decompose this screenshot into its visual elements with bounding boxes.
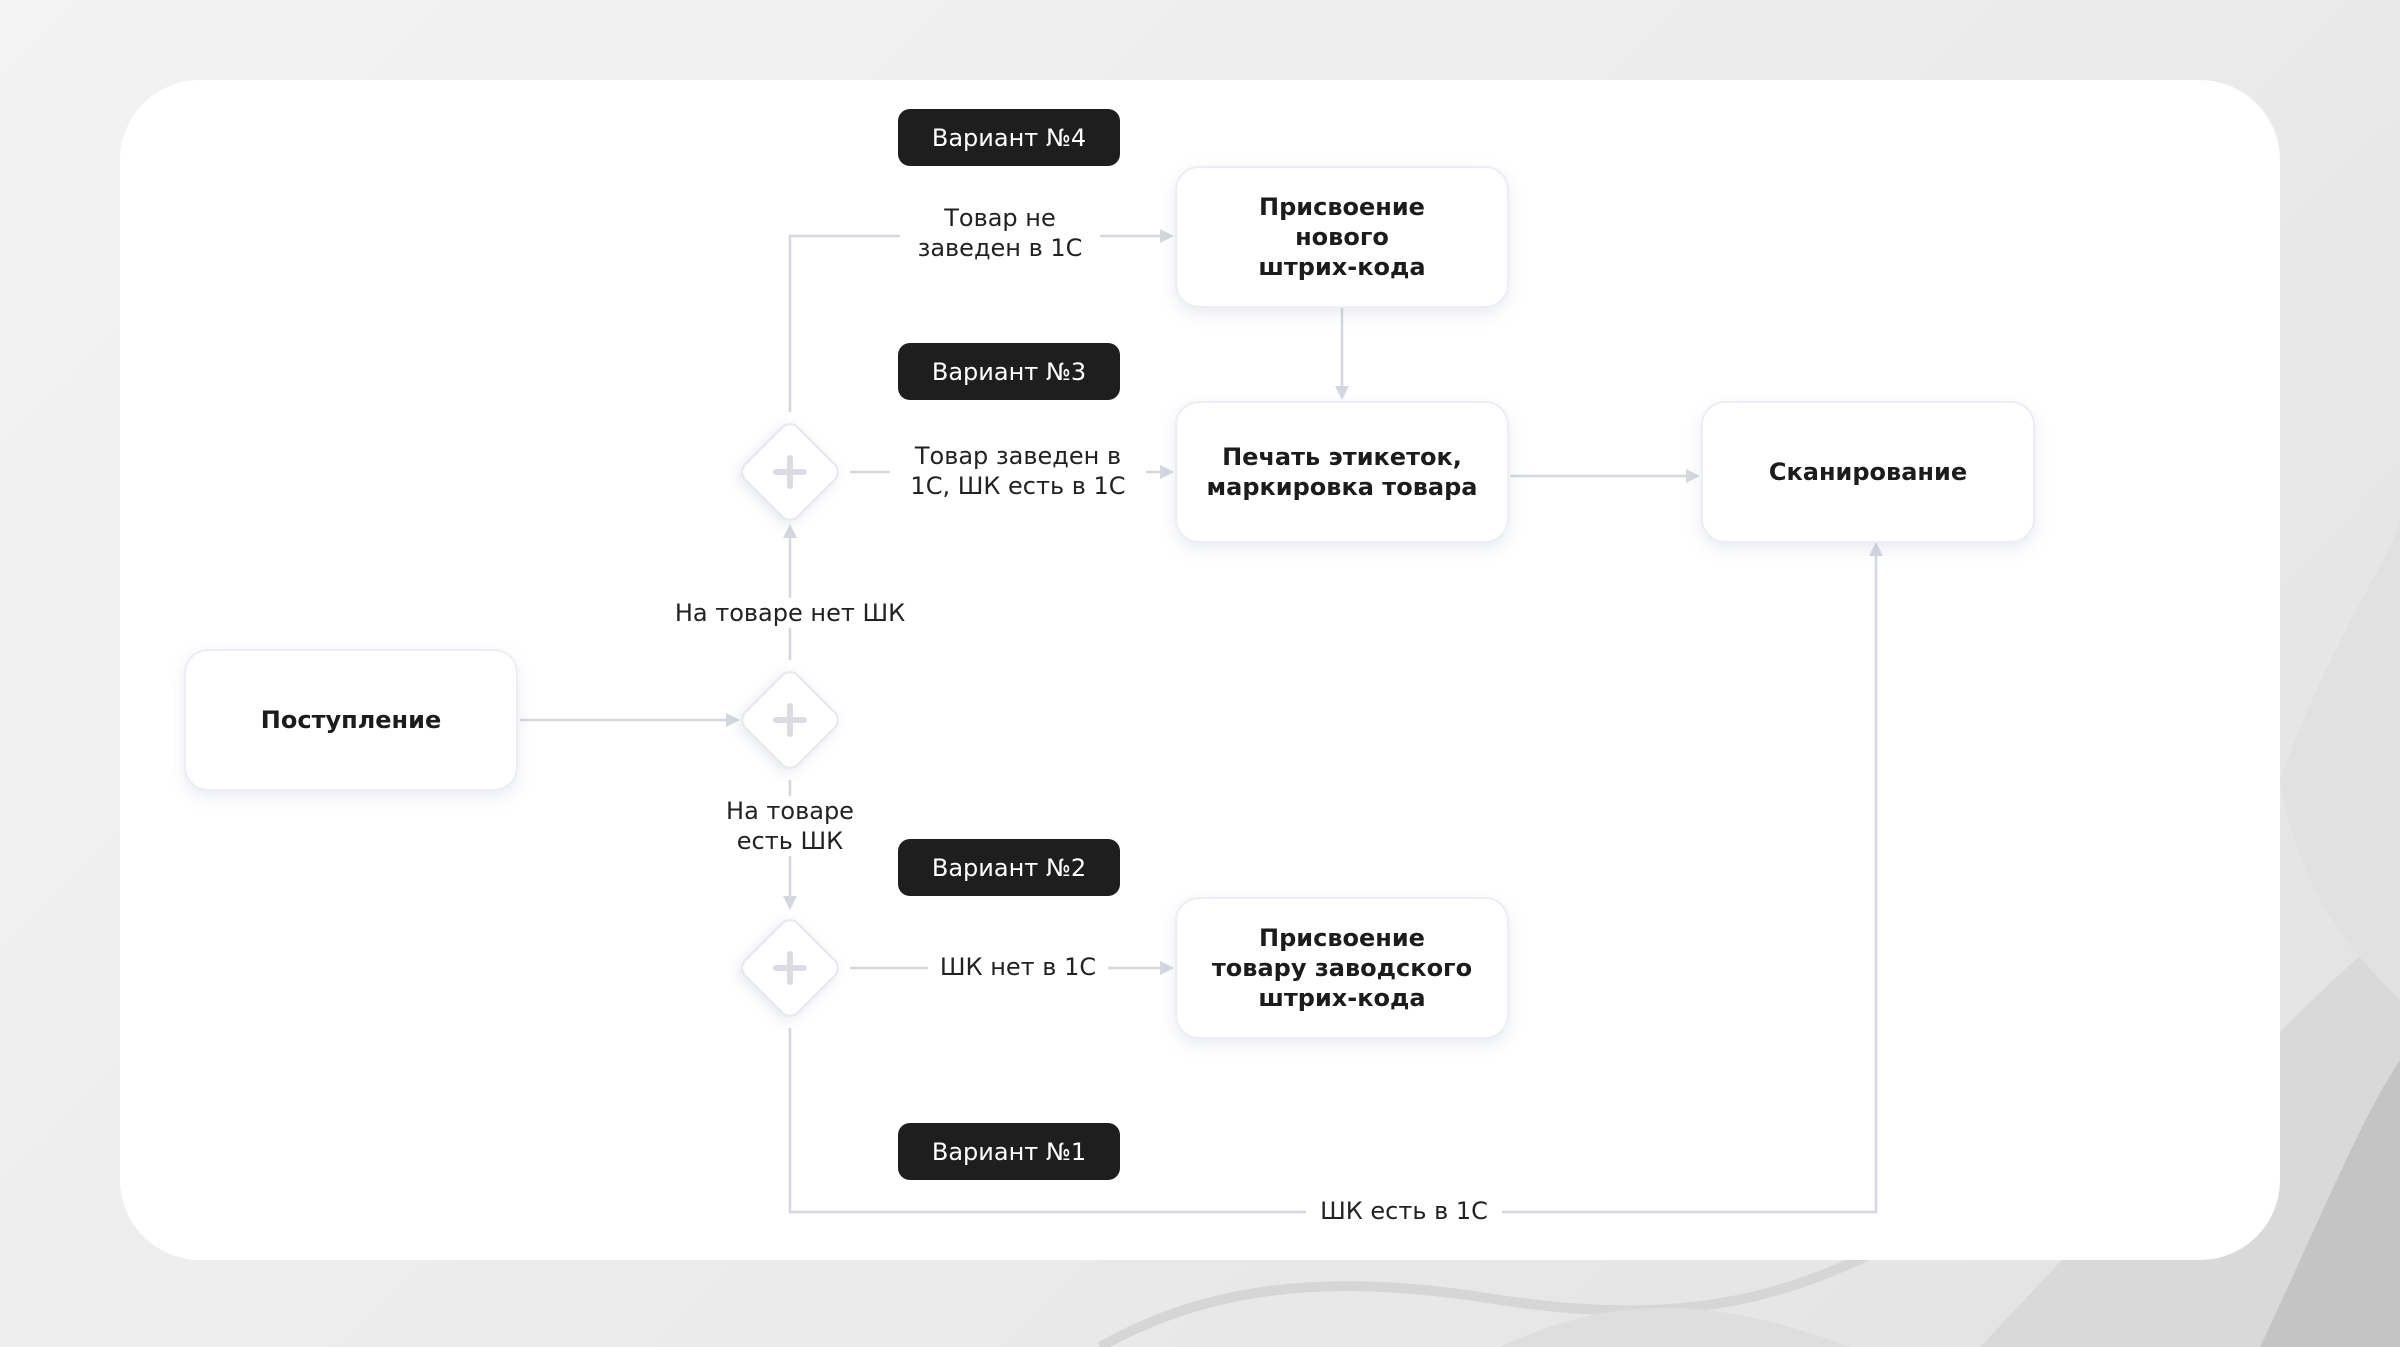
arrowhead-icon — [783, 896, 797, 910]
edge-label-barcode-on-item: На товаре есть ШК — [700, 796, 880, 856]
edge-label-no-barcode-on-item: На товаре нет ШК — [660, 598, 920, 628]
node-new-barcode: Присвоение нового штрих-кода — [1175, 166, 1509, 308]
badge-variant-2: Вариант №2 — [898, 839, 1120, 896]
arrowhead-icon — [1335, 386, 1349, 400]
arrowhead-icon — [1160, 229, 1174, 243]
edge-label-barcode-not-in-1c: ШК нет в 1С — [928, 952, 1108, 982]
badge-variant-3: Вариант №3 — [898, 343, 1120, 400]
edge-label-barcode-in-1c: ШК есть в 1С — [1306, 1196, 1502, 1226]
badge-variant-1: Вариант №1 — [898, 1123, 1120, 1180]
gateway-has-barcode — [736, 914, 844, 1022]
arrowhead-icon — [783, 524, 797, 538]
gateway-no-barcode — [736, 418, 844, 526]
node-factory-barcode: Присвоение товару заводского штрих-кода — [1175, 897, 1509, 1039]
node-print-labels: Печать этикеток, маркировка товара — [1175, 401, 1509, 543]
arrowhead-icon — [1160, 465, 1174, 479]
arrowhead-icon — [1686, 469, 1700, 483]
badge-variant-4: Вариант №4 — [898, 109, 1120, 166]
arrowhead-icon — [1869, 542, 1883, 556]
gateway-barcode-check — [736, 666, 844, 774]
node-scanning: Сканирование — [1701, 401, 2035, 543]
arrowhead-icon — [726, 713, 740, 727]
plus-icon — [754, 684, 826, 756]
plus-icon — [754, 932, 826, 1004]
edge-label-in-1c-barcode-in-1c: Товар заведен в 1С, ШК есть в 1С — [890, 441, 1146, 501]
node-receipt: Поступление — [184, 649, 518, 791]
edge-label-not-in-1c: Товар не заведен в 1С — [900, 203, 1100, 263]
arrowhead-icon — [1160, 961, 1174, 975]
plus-icon — [754, 436, 826, 508]
